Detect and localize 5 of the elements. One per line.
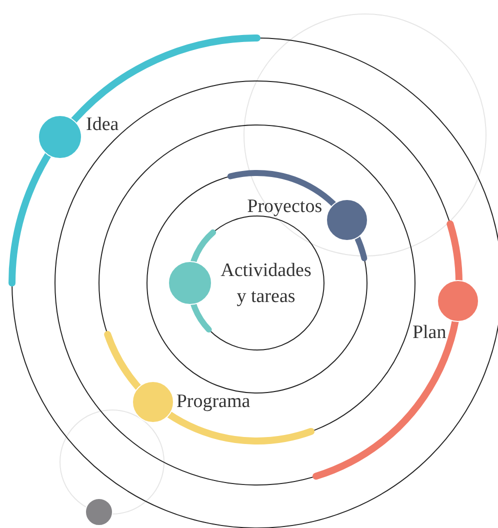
- stage-label: Proyectos: [247, 194, 322, 219]
- stage-label: Programa: [176, 390, 250, 414]
- stage-label: Idea: [86, 113, 119, 138]
- stage-label: Plan: [412, 320, 446, 345]
- stage-label: Actividades y tareas: [220, 259, 312, 309]
